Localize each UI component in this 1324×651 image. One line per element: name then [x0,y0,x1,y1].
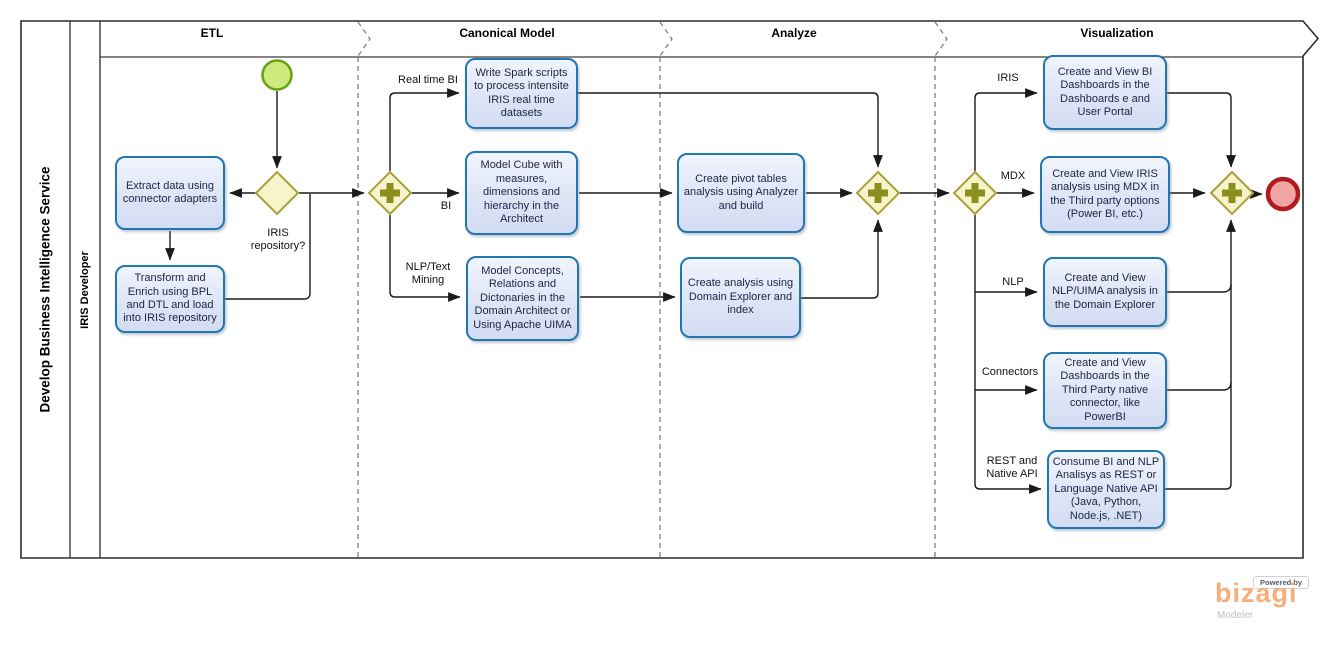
plus-icon [380,183,400,203]
task-write-spark-scripts[interactable]: Write Spark scripts to process intensite… [465,58,578,129]
flow-split-to-spark [389,88,460,171]
phase-chevron-icon [934,21,948,57]
phase-visualization: Visualization [1080,26,1154,40]
label-nlp: NLP [1002,276,1024,288]
bizagi-logo: bizagi [1215,578,1298,608]
label-mdx: MDX [1000,170,1026,182]
gateway-parallel-visualization-split[interactable] [952,170,998,216]
bizagi-branding: Powered by bizagi Modeler [1205,572,1315,627]
flow-nlp-merge [1167,283,1232,293]
flow-split-to-concepts [389,215,461,302]
task-create-domain-analysis[interactable]: Create analysis using Domain Explorer an… [680,257,801,338]
task-view-bi-dashboards[interactable]: Create and View BI Dashboards in the Das… [1043,55,1167,130]
flow-vizsplit-to-rest [974,215,1042,494]
label-iris-repository: IRIS repository? [250,227,306,252]
powered-by-badge: Powered by [1253,576,1310,589]
phase-canonical-model: Canonical Model [459,26,555,40]
flow-rest-to-vizjoin [1165,219,1236,490]
pool-border [20,20,1320,559]
task-transform-enrich[interactable]: Transform and Enrich using BPL and DTL a… [115,265,225,333]
plus-icon [868,183,888,203]
label-bi: BI [440,200,452,212]
label-rest-native-api: REST and Native API [986,455,1038,480]
gateway-parallel-visualization-join[interactable] [1209,170,1255,216]
pool-title: Develop Business Intelligence Service [21,21,70,558]
plus-icon [965,183,985,203]
flow-domain-to-join [801,219,883,299]
phase-separators [357,21,948,558]
task-create-pivot-tables[interactable]: Create pivot tables analysis using Analy… [677,153,805,233]
task-view-thirdparty-dashboards[interactable]: Create and View Dashboards in the Third … [1043,352,1167,429]
lane-title: IRIS Developer [70,21,100,558]
flow-spark-to-join [578,92,883,168]
flow-transform-merge [225,194,311,300]
phase-chevron-icon [659,21,673,57]
task-model-concepts[interactable]: Model Concepts, Relations and Dictonarie… [466,256,579,341]
label-iris: IRIS [997,72,1019,84]
label-real-time-bi: Real time BI [398,74,458,86]
bizagi-product-label: Modeler [1217,610,1254,621]
task-model-cube[interactable]: Model Cube with measures, dimensions and… [465,151,578,235]
label-connectors: Connectors [981,366,1039,378]
pool-title-text: Develop Business Intelligence Service [38,166,54,413]
flow-connectors-merge [1167,381,1232,391]
task-consume-rest-api[interactable]: Consume BI and NLP Analisys as REST or L… [1047,450,1165,529]
end-event[interactable] [1265,176,1301,212]
start-event[interactable] [261,59,293,91]
task-view-nlp-analysis[interactable]: Create and View NLP/UIMA analysis in the… [1043,257,1167,327]
gateway-parallel-analyze-join[interactable] [855,170,901,216]
task-view-mdx-analysis[interactable]: Create and View IRIS analysis using MDX … [1040,156,1170,233]
gateway-parallel-canonical-split[interactable] [367,170,413,216]
flow-bidash-to-vizjoin [1167,92,1236,168]
sequence-flows [165,88,1263,494]
phase-analyze: Analyze [771,26,817,40]
label-nlp-text-mining: NLP/Text Mining [405,261,451,286]
flow-vizsplit-to-bidash [974,88,1038,171]
lane-title-text: IRIS Developer [79,250,92,329]
phase-chevron-icon [357,21,371,57]
task-extract-data[interactable]: Extract data using connector adapters [115,156,225,230]
plus-icon [1222,183,1242,203]
gateway-exclusive-iris-repository[interactable] [254,170,300,216]
phase-etl: ETL [200,26,224,40]
